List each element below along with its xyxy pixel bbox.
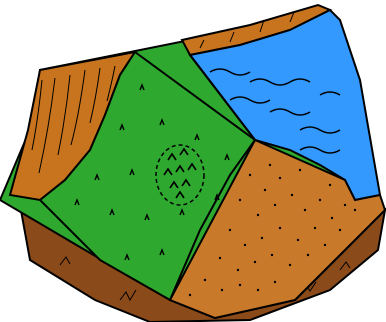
rock-mound-icon (156, 145, 204, 205)
